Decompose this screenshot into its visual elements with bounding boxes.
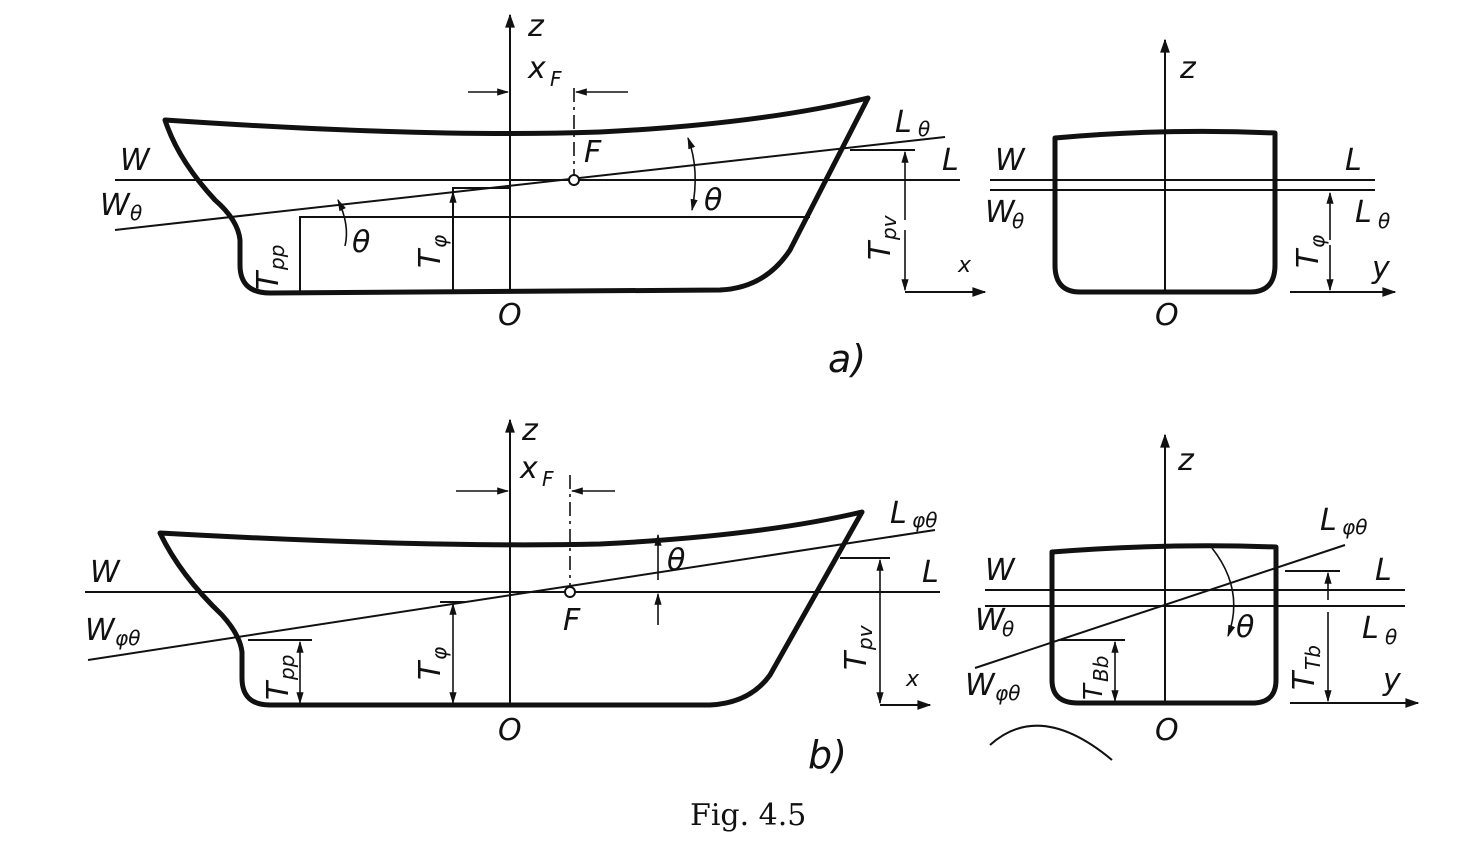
panel-a-w-theta-label: W bbox=[100, 188, 131, 223]
panel-b-t-pp-sub: pp bbox=[275, 655, 299, 681]
panel-a-f-label: F bbox=[584, 135, 602, 170]
panel-b-section: z y O W L W θ L θ W φθ L φθ θ T Bb T Tb bbox=[965, 433, 1420, 761]
panel-a-inclined-waterline bbox=[114, 136, 946, 231]
panel-a-l-label: L bbox=[942, 143, 959, 178]
panel-a-section-w-theta-sub: θ bbox=[1012, 209, 1024, 233]
panel-a-section-t-phi: T φ bbox=[1291, 235, 1329, 268]
panel-b-label: b) bbox=[808, 733, 847, 777]
panel-b-xf-sub: F bbox=[542, 467, 554, 491]
panel-a-section-l-theta-sub: θ bbox=[1378, 209, 1390, 233]
panel-b-section-t-bb-sub: Bb bbox=[1089, 656, 1113, 682]
panel-a-section-l-label: L bbox=[1345, 143, 1362, 178]
panel-b-inclined-waterline bbox=[87, 529, 936, 661]
panel-a-hull-profile bbox=[162, 95, 871, 296]
panel-b-section-w-theta-sub: θ bbox=[1002, 617, 1014, 641]
panel-a-t-pv-sub: pv bbox=[877, 214, 901, 241]
panel-a-t-phi-step bbox=[452, 187, 510, 292]
panel-a-profile: z x O x F F W L W θ L θ θ θ T pp T φ T p… bbox=[100, 9, 987, 333]
panel-b-section-w-phitheta-sub: φθ bbox=[995, 681, 1020, 705]
panel-b-point-f-marker bbox=[564, 586, 576, 598]
panel-b-t-pv: T pv bbox=[839, 624, 877, 670]
panel-a-xf-sub: F bbox=[550, 67, 562, 91]
panel-b-section-arc-sketch bbox=[989, 724, 1113, 761]
panel-a-t-phi-label: T bbox=[413, 247, 448, 268]
panel-b-section-l-phitheta-sub: φθ bbox=[1342, 515, 1367, 539]
panel-a-t-pp-sub: pp bbox=[265, 245, 289, 271]
panel-a-section-outline bbox=[1052, 128, 1278, 295]
panel-b-l-phitheta-sub: φθ bbox=[912, 508, 937, 532]
panel-a-t-pv: T pv bbox=[863, 214, 901, 260]
panel-b-section-l-phitheta-label: L bbox=[1320, 503, 1337, 538]
panel-b-section-theta-arc bbox=[1211, 547, 1236, 638]
panel-b-section-t-bb: T Bb bbox=[1079, 656, 1113, 700]
panel-b-w-label: W bbox=[90, 555, 121, 590]
panel-a-l-theta-sub: θ bbox=[918, 117, 930, 141]
panel-b-t-pv-sub: pv bbox=[853, 624, 877, 651]
panel-b-section-t-tb-sub: Tb bbox=[1301, 645, 1325, 670]
panel-b-w-phitheta-sub: φθ bbox=[115, 626, 140, 650]
panel-b-origin-label: O bbox=[498, 713, 522, 748]
panel-a-theta-bow-label: θ bbox=[704, 183, 722, 218]
panel-a-w-label: W bbox=[120, 143, 151, 178]
panel-b-z-label: z bbox=[521, 413, 539, 448]
panel-b-l-label: L bbox=[922, 555, 939, 590]
panel-b-section-w-phitheta-label: W bbox=[965, 668, 996, 703]
panel-a-section: z y O W L W θ L θ T φ bbox=[985, 38, 1397, 333]
panel-b-section-theta-label: θ bbox=[1236, 610, 1254, 645]
panel-b-xf-label: x bbox=[519, 451, 538, 486]
panel-b-l-phitheta-label: L bbox=[890, 496, 907, 531]
panel-a-section-t-phi-label: T bbox=[1291, 247, 1326, 268]
panel-b-t-phi-label: T bbox=[413, 659, 448, 680]
panel-a-x-label: x bbox=[957, 253, 972, 278]
panel-b-t-phi: T φ bbox=[413, 647, 451, 680]
panel-b-section-l-theta-sub: θ bbox=[1385, 625, 1397, 649]
panel-b-hull-profile bbox=[157, 509, 865, 708]
panel-a-theta-arc-bow bbox=[687, 136, 698, 212]
panel-b-t-pp: T pp bbox=[261, 655, 299, 700]
panel-b-section-t-bb-label: T bbox=[1079, 682, 1109, 700]
panel-b-theta-label: θ bbox=[667, 543, 685, 578]
panel-b-t-pv-label: T bbox=[839, 649, 874, 670]
panel-a-section-y-label: y bbox=[1371, 251, 1391, 286]
panel-b-t-pp-label: T bbox=[261, 679, 296, 700]
panel-a-section-w-label: W bbox=[995, 143, 1026, 178]
panel-a-l-theta-label: L bbox=[895, 105, 912, 140]
panel-b-section-w-label: W bbox=[985, 553, 1016, 588]
panel-a-label: a) bbox=[828, 337, 866, 381]
panel-b-section-y-label: y bbox=[1382, 663, 1402, 698]
panel-a-t-phi: T φ bbox=[413, 235, 451, 268]
panel-b-section-z-label: z bbox=[1177, 443, 1195, 478]
panel-a-w-theta-sub: θ bbox=[130, 201, 142, 225]
panel-a-section-w-theta-label: W bbox=[985, 195, 1016, 230]
panel-b-section-l-theta-label: L bbox=[1362, 611, 1379, 646]
panel-a-t-pv-label: T bbox=[863, 239, 898, 260]
panel-a-section-l-theta-label: L bbox=[1355, 195, 1372, 230]
panel-a-t-pp-label: T bbox=[251, 269, 286, 290]
panel-b-section-t-tb: T Tb bbox=[1287, 645, 1325, 690]
panel-b-section-l-label: L bbox=[1375, 553, 1392, 588]
panel-b-section-inclined-line bbox=[974, 544, 1346, 669]
panel-a-z-label: z bbox=[527, 9, 545, 44]
panel-a-origin-label: O bbox=[498, 298, 522, 333]
panel-b-section-w-theta-label: W bbox=[975, 603, 1006, 638]
panel-a-point-f-marker bbox=[568, 174, 580, 186]
panel-a-t-phi-sub: φ bbox=[427, 235, 451, 248]
panel-b-w-phitheta-label: W bbox=[85, 613, 116, 648]
panel-a-t-pp: T pp bbox=[251, 245, 289, 290]
panel-a-section-t-phi-sub: φ bbox=[1305, 235, 1329, 248]
panel-b-section-t-tb-label: T bbox=[1287, 669, 1322, 690]
figure-caption: Fig. 4.5 bbox=[690, 798, 806, 833]
panel-b-t-phi-sub: φ bbox=[427, 647, 451, 660]
panel-a-xf-label: x bbox=[527, 51, 546, 86]
panel-a-theta-stern-label: θ bbox=[352, 225, 370, 260]
panel-a-section-origin-label: O bbox=[1155, 298, 1179, 333]
panel-b-x-label: x bbox=[905, 667, 920, 692]
panel-b-section-origin-label: O bbox=[1155, 713, 1179, 748]
panel-b-section-outline bbox=[1049, 543, 1279, 706]
panel-b-f-label: F bbox=[563, 603, 581, 638]
panel-a-section-z-label: z bbox=[1179, 51, 1197, 86]
panel-a-theta-arc-stern bbox=[337, 198, 348, 247]
panel-b-profile: z x O x F F W L W φθ L φθ θ T pp T φ T p… bbox=[85, 413, 940, 748]
